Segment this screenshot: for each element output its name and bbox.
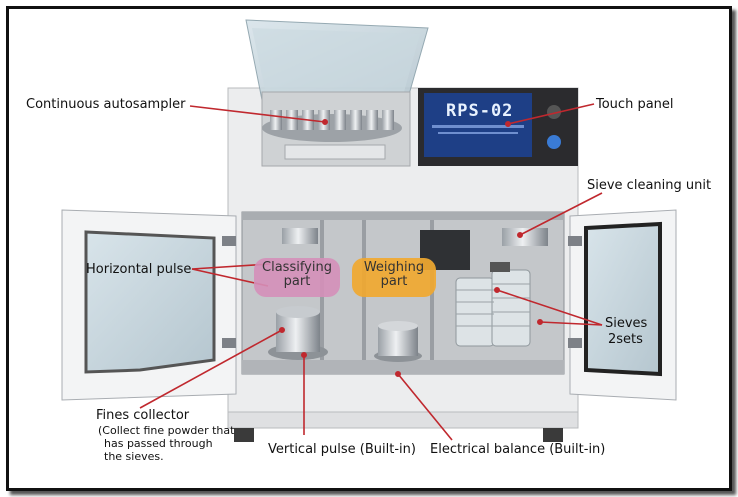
classifying-part-line2: part	[283, 274, 311, 289]
label-fines-note-line3: the sieves.	[104, 450, 164, 463]
foot-left	[234, 428, 254, 442]
weighing-part-pill: Weighing part	[352, 258, 436, 297]
panel-button-bottom	[547, 135, 561, 149]
panel-button-top	[547, 105, 561, 119]
label-sieve-cleaning-unit: Sieve cleaning unit	[587, 178, 712, 193]
label-horizontal-pulse: Horizontal pulse	[86, 262, 192, 277]
label-continuous-autosampler: Continuous autosampler	[26, 97, 186, 112]
weighing-part-line1: Weighing	[363, 260, 425, 275]
leader-sieves-b	[539, 321, 603, 326]
leader-sieve-cleaning	[519, 192, 603, 236]
leader-fines-collector	[139, 329, 283, 409]
electrical-balance-part	[374, 321, 422, 362]
label-fines-note-line2: has passed through	[104, 437, 213, 450]
leader-touch-panel	[507, 103, 595, 125]
label-fines-note-line1: (Collect fine powder that	[98, 424, 235, 437]
leader-sieves-a	[496, 289, 603, 326]
foot-right	[543, 428, 563, 442]
classifying-part-line1: Classifying	[262, 260, 332, 275]
touch-panel-model-text: RPS-02	[446, 101, 514, 121]
label-sieves-line1: Sieves	[605, 316, 648, 331]
machine-base	[227, 411, 579, 429]
sieve-stacks	[455, 262, 531, 347]
label-vertical-pulse: Vertical pulse (Built-in)	[268, 442, 416, 457]
label-fines-collector: Fines collector	[96, 408, 190, 423]
label-electrical-balance: Electrical balance (Built-in)	[430, 442, 606, 457]
leader-lines	[139, 103, 603, 441]
leader-electrical-balance	[397, 373, 453, 441]
leader-autosampler	[189, 105, 326, 123]
weighing-part-line2: part	[380, 274, 408, 289]
classifying-part-pill: Classifying part	[254, 258, 340, 297]
label-sieves-line2: 2sets	[608, 332, 643, 347]
label-touch-panel: Touch panel	[596, 97, 674, 112]
